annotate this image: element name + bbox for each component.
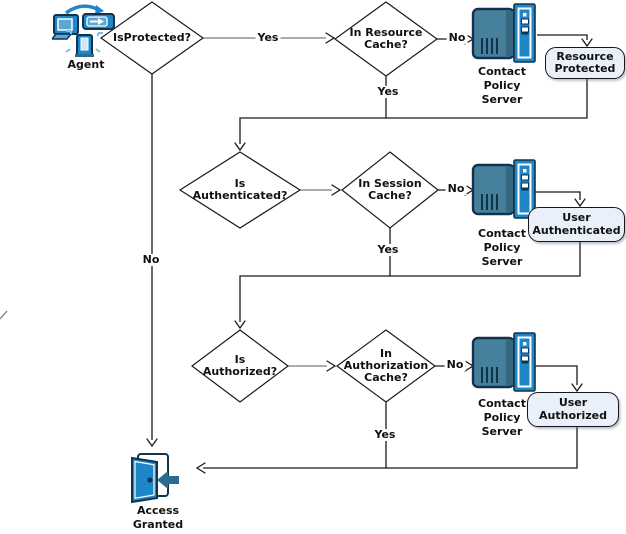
edge-label-no: No (446, 31, 468, 44)
edge-label-yes: Yes (375, 85, 401, 98)
outcome-resource-protected: Resource Protected (545, 47, 625, 79)
arrowhead (234, 320, 246, 330)
arrowhead (581, 38, 593, 48)
decision-label-inauthorizationcache: In Authorization Cache? (343, 347, 429, 384)
arrowhead (326, 360, 337, 372)
decision-inauthorizationcache (335, 329, 437, 403)
policy-server-caption: Contact Policy Server (478, 227, 526, 268)
outcome-user-authorized: User Authorized (527, 392, 619, 427)
decision-label-inresourcecache: In Resource Cache? (349, 26, 423, 51)
outcome-user-authenticated: User Authenticated (528, 207, 625, 242)
decision-inresourcecache (333, 1, 439, 77)
decision-label-isauthenticated: Is Authenticated? (192, 177, 288, 202)
stray-mark (0, 310, 8, 320)
decision-isauthenticated (178, 151, 302, 229)
edge-label-no: No (444, 358, 466, 371)
access-granted-caption: Access Granted (132, 504, 184, 531)
edge-to-isauthorized (239, 240, 581, 322)
edge-to-accessgranted (203, 425, 578, 469)
arrowhead (571, 383, 583, 393)
policy-server-icon (471, 332, 536, 392)
policy-server-icon (471, 159, 536, 219)
edge-label-yes: Yes (255, 31, 281, 44)
decision-isauthorized (191, 329, 289, 403)
policy-server-caption: Contact Policy Server (478, 397, 526, 438)
agent-icon (52, 4, 115, 57)
edge-to-isauthenticated (239, 77, 588, 144)
access-granted-door-icon (131, 453, 179, 504)
decision-label-isprotected: IsProtected? (113, 31, 191, 44)
decision-isprotected (99, 1, 205, 75)
decision-insessioncache (341, 151, 439, 229)
edge-label-no: No (445, 182, 467, 195)
policy-server-icon (471, 3, 536, 63)
arrowhead (574, 198, 586, 208)
arrowhead (331, 184, 342, 196)
arrowhead (195, 462, 206, 474)
arrowhead (325, 32, 336, 44)
edge-label-yes: Yes (375, 243, 401, 256)
edge-server3-to-userauthorized (533, 365, 578, 385)
decision-label-isauthorized: Is Authorized? (202, 353, 278, 378)
edge-label-yes: Yes (372, 428, 398, 441)
agent-caption: Agent (67, 58, 105, 71)
edge-label-no: No (140, 253, 162, 266)
arrowhead (146, 438, 158, 448)
edge-server2-to-userauthenticated (533, 191, 581, 200)
arrowhead (234, 142, 246, 152)
edge-server1-to-resourceprotected (537, 34, 588, 40)
decision-label-insessioncache: In Session Cache? (358, 177, 422, 202)
policy-server-caption: Contact Policy Server (478, 65, 526, 106)
